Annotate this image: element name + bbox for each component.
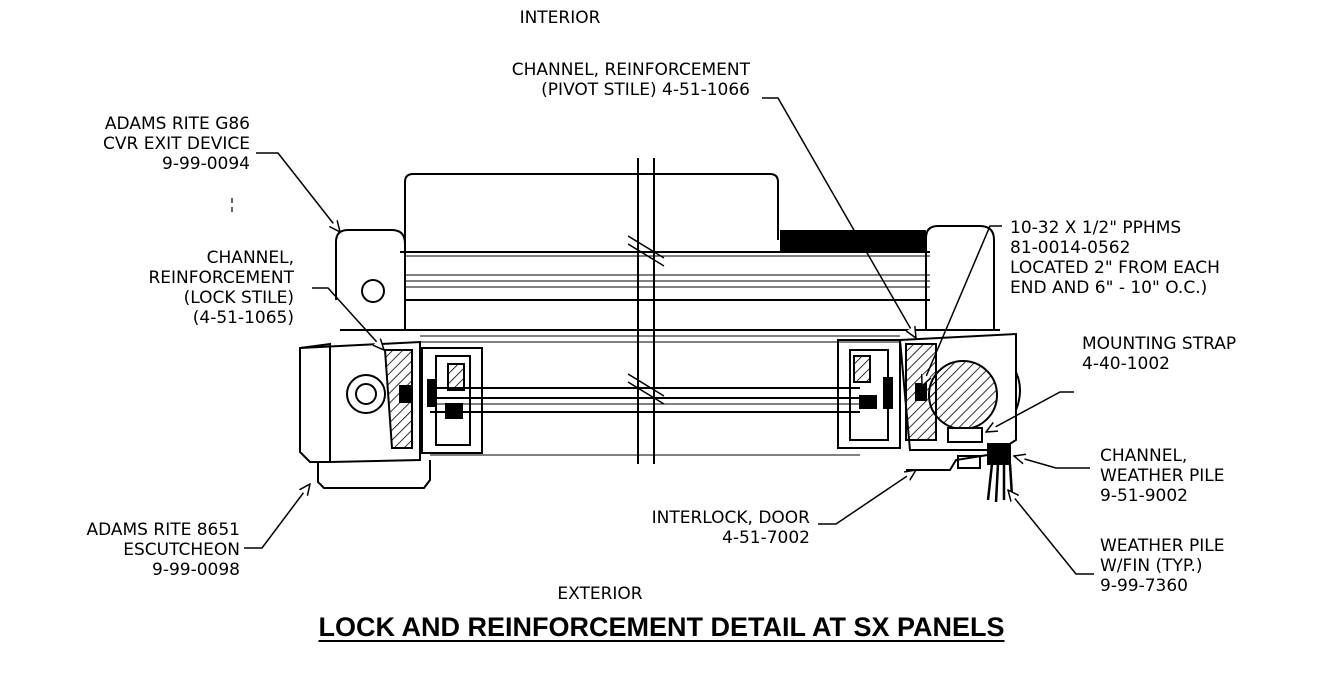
leader-weather-channel bbox=[1014, 456, 1090, 469]
screw-line-4: END AND 6" - 10" O.C.) bbox=[1010, 278, 1208, 298]
left-interlock bbox=[421, 347, 483, 454]
leader-weather-pile bbox=[1008, 490, 1094, 575]
lock-channel-line-3: (LOCK STILE) bbox=[183, 288, 294, 308]
mounting-strap-line-2: 4-40-1002 bbox=[1082, 354, 1170, 374]
mounting-strap-label: MOUNTING STRAP 4-40-1002 bbox=[1082, 334, 1236, 374]
leader-strap bbox=[986, 391, 1074, 432]
screw-line-2: 81-0014-0562 bbox=[1010, 238, 1131, 258]
lock-channel-line-4: (4-51-1065) bbox=[192, 308, 294, 328]
leader-lines bbox=[244, 97, 1094, 575]
break-lines bbox=[627, 158, 665, 464]
weather-pile-label: WEATHER PILE W/FIN (TYP.) 9-99-7360 bbox=[1100, 536, 1224, 596]
escutcheon-line-3: 9-99-0098 bbox=[152, 560, 240, 580]
weather-pile-line-1: WEATHER PILE bbox=[1100, 536, 1225, 556]
weather-pile-line-2: W/FIN (TYP.) bbox=[1100, 556, 1203, 576]
weather-channel-line-2: WEATHER PILE bbox=[1100, 466, 1225, 486]
interlock-line-1: INTERLOCK, DOOR bbox=[651, 508, 810, 528]
exit-device-line-3: 9-99-0094 bbox=[162, 154, 250, 174]
right-end-cap bbox=[925, 225, 995, 330]
weather-channel-line-3: 9-51-9002 bbox=[1100, 486, 1188, 506]
weather-channel-line-1: CHANNEL, bbox=[1100, 446, 1188, 466]
screw-label: 10-32 X 1/2" PPHMS 81-0014-0562 LOCATED … bbox=[1010, 218, 1220, 298]
screw-line-1: 10-32 X 1/2" PPHMS bbox=[1010, 218, 1182, 238]
panel-body bbox=[340, 173, 1000, 456]
escutcheon-label: ADAMS RITE 8651 ESCUTCHEON 9-99-0098 bbox=[20, 520, 240, 580]
interior-label: INTERIOR bbox=[519, 8, 601, 28]
screw-line-3: LOCATED 2" FROM EACH bbox=[1010, 258, 1220, 278]
leader-pivot-channel bbox=[762, 97, 916, 338]
escutcheon-line-1: ADAMS RITE 8651 bbox=[86, 520, 240, 540]
leader-interlock bbox=[818, 470, 916, 525]
interlock-line-2: 4-51-7002 bbox=[722, 528, 810, 548]
lock-stile bbox=[299, 340, 431, 489]
leader-escutcheon bbox=[244, 484, 310, 549]
right-interlock bbox=[837, 339, 901, 449]
interlock-label: INTERLOCK, DOOR 4-51-7002 bbox=[560, 508, 810, 548]
drawing-title: LOCK AND REINFORCEMENT DETAIL AT SX PANE… bbox=[318, 612, 1005, 642]
exit-device-line-1: ADAMS RITE G86 bbox=[104, 114, 250, 134]
left-end-cap bbox=[335, 229, 406, 330]
leader-lock-channel bbox=[312, 287, 384, 350]
pivot-channel-line-1: CHANNEL, REINFORCEMENT bbox=[511, 60, 750, 80]
exit-device-line-2: CVR EXIT DEVICE bbox=[103, 134, 250, 154]
lock-channel-line-2: REINFORCEMENT bbox=[148, 268, 294, 288]
exit-device-label: ADAMS RITE G86 CVR EXIT DEVICE 9-99-0094 bbox=[30, 114, 250, 174]
weather-pile-line-3: 9-99-7360 bbox=[1100, 576, 1188, 596]
weather-pile-assembly bbox=[906, 443, 1014, 503]
leader-screw bbox=[922, 225, 1002, 386]
lock-channel-label: CHANNEL, REINFORCEMENT (LOCK STILE) (4-5… bbox=[80, 248, 294, 328]
escutcheon-line-2: ESCUTCHEON bbox=[123, 540, 240, 560]
exterior-label: EXTERIOR bbox=[557, 584, 643, 604]
leader-exit-device bbox=[256, 152, 340, 232]
pivot-channel-line-2: (PIVOT STILE) 4-51-1066 bbox=[541, 80, 750, 100]
pivot-channel-label: CHANNEL, REINFORCEMENT (PIVOT STILE) 4-5… bbox=[380, 60, 750, 100]
mounting-strap-line-1: MOUNTING STRAP bbox=[1082, 334, 1237, 354]
pivot-stile bbox=[898, 332, 1021, 451]
weather-channel-label: CHANNEL, WEATHER PILE 9-51-9002 bbox=[1100, 446, 1224, 506]
lock-channel-line-1: CHANNEL, bbox=[206, 248, 294, 268]
